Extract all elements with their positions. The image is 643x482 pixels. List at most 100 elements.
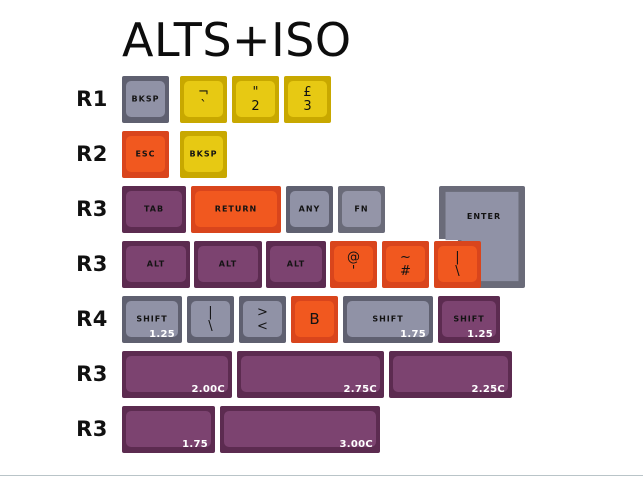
keycap[interactable]: @' bbox=[330, 241, 377, 288]
keycap-size-label: 3.00C bbox=[339, 439, 373, 450]
keycap[interactable]: ALT bbox=[266, 241, 326, 288]
keycap-top-surface bbox=[393, 356, 508, 392]
row-profile-label: R2 bbox=[76, 142, 108, 166]
keycap[interactable]: B bbox=[291, 296, 338, 343]
keycap-top-surface: "2 bbox=[236, 81, 275, 117]
keycap[interactable]: 3.00C bbox=[220, 406, 380, 453]
keycap-size-label: 1.25 bbox=[467, 329, 493, 340]
row-profile-label: R3 bbox=[76, 417, 108, 441]
row-keys: TAB RETURN ANY FN ENTER bbox=[122, 186, 525, 288]
keycap[interactable]: "2 bbox=[232, 76, 279, 123]
keycap-legend: ENTER bbox=[466, 212, 502, 221]
keycap-legend-upper: | bbox=[208, 305, 213, 320]
keycap-top-surface: ALT bbox=[270, 246, 322, 282]
keycap[interactable]: SHIFT 1.75 bbox=[343, 296, 433, 343]
keycap-top-surface: FN bbox=[342, 191, 381, 227]
keycap-legend: BKSP bbox=[189, 149, 218, 159]
keycap-legend: BKSP bbox=[131, 94, 160, 104]
keycap-legend: FN bbox=[354, 204, 369, 214]
keycap-top-surface: >< bbox=[243, 301, 282, 337]
keycap-legend-upper: | bbox=[455, 250, 460, 265]
keycap-legend: RETURN bbox=[214, 204, 258, 214]
keycap-top-surface: BKSP bbox=[184, 136, 223, 172]
keycap-legend-upper: £ bbox=[303, 85, 312, 100]
keycap-legend: ~# bbox=[386, 246, 425, 282]
keycap-top-surface bbox=[126, 411, 211, 447]
keycap[interactable]: 2.00C bbox=[122, 351, 232, 398]
keycap[interactable]: >< bbox=[239, 296, 286, 343]
keycap-top-surface: ¬` bbox=[184, 81, 223, 117]
row-profile-label: R3 bbox=[76, 362, 108, 386]
keycap-top-surface: ALT bbox=[126, 246, 186, 282]
keycap-legend-lower: \ bbox=[455, 264, 460, 279]
keycap-legend: ALT bbox=[218, 259, 238, 269]
keycap-top-surface: @' bbox=[334, 246, 373, 282]
keycap-top-surface: SHIFT bbox=[347, 301, 429, 337]
keycap-top-surface bbox=[241, 356, 380, 392]
keycap-legend: SHIFT bbox=[372, 314, 404, 324]
keycap-legend-upper: " bbox=[252, 85, 259, 100]
keycap-legend-upper: @ bbox=[347, 250, 360, 265]
keycap[interactable]: ALT bbox=[194, 241, 262, 288]
keycap-legend-lower: 2 bbox=[251, 99, 260, 114]
keycap[interactable]: ESC bbox=[122, 131, 169, 178]
keyboard-row: R3 1.75 3.00C bbox=[0, 406, 643, 453]
keycap-legend: ESC bbox=[135, 149, 156, 159]
keycap[interactable]: ¬` bbox=[180, 76, 227, 123]
keycap[interactable]: |\ bbox=[187, 296, 234, 343]
keycap[interactable]: |\ bbox=[434, 241, 481, 288]
keycap-legend-lower: # bbox=[400, 264, 411, 279]
keycap[interactable]: ALT bbox=[122, 241, 190, 288]
keycap-legend: ALT bbox=[146, 259, 166, 269]
keycap[interactable]: ~# bbox=[382, 241, 429, 288]
keycap-legend: £3 bbox=[288, 81, 327, 117]
keycap-size-label: 1.75 bbox=[182, 439, 208, 450]
keycap-top-surface: ANY bbox=[290, 191, 329, 227]
keycap-legend: |\ bbox=[438, 246, 477, 282]
keycap-legend-lower: ' bbox=[351, 264, 356, 279]
keycap[interactable]: ANY bbox=[286, 186, 333, 233]
keycap[interactable]: BKSP bbox=[122, 76, 169, 123]
keycap-legend: ANY bbox=[298, 204, 321, 214]
keycap[interactable]: TAB bbox=[122, 186, 186, 233]
keycap-top-surface: TAB bbox=[126, 191, 182, 227]
keycap-legend: >< bbox=[243, 301, 282, 337]
keycap[interactable]: 2.25C bbox=[389, 351, 512, 398]
keycap-top-surface: RETURN bbox=[195, 191, 277, 227]
keycap-top-surface: SHIFT bbox=[442, 301, 496, 337]
keycap-top-surface: BKSP bbox=[126, 81, 165, 117]
keycap-legend-upper: ~ bbox=[400, 250, 411, 265]
keycap-size-label: 2.75C bbox=[343, 384, 377, 395]
keycap[interactable]: 1.75 bbox=[122, 406, 215, 453]
keycap-top-surface: £3 bbox=[288, 81, 327, 117]
row-keys: BKSP ¬` "2 £3 bbox=[122, 76, 333, 123]
keycap-size-label: 1.25 bbox=[149, 329, 175, 340]
keyboard-row: R3 TAB RETURN ANY FN ENTER bbox=[0, 186, 643, 288]
keycap-legend: B bbox=[309, 310, 320, 328]
keycap-legend-lower: < bbox=[257, 319, 268, 334]
keycap-legend: ALT bbox=[286, 259, 306, 269]
page-title: ALTS+ISO bbox=[122, 13, 352, 67]
keycap[interactable]: £3 bbox=[284, 76, 331, 123]
row-profile-label: R3 bbox=[76, 197, 108, 221]
keycap-size-label: 1.75 bbox=[400, 329, 426, 340]
row-profile-label: R4 bbox=[76, 307, 108, 331]
keycap-top-surface: B bbox=[295, 301, 334, 337]
keycap[interactable]: RETURN bbox=[191, 186, 281, 233]
keycap-legend: |\ bbox=[191, 301, 230, 337]
keycap-legend-lower: 3 bbox=[303, 99, 312, 114]
keycap[interactable]: FN bbox=[338, 186, 385, 233]
keycap-top-surface: ESC bbox=[126, 136, 165, 172]
keyboard-row: R3 2.00C 2.75C 2.25C bbox=[0, 351, 643, 398]
keycap[interactable]: BKSP bbox=[180, 131, 227, 178]
keycap-size-label: 2.25C bbox=[471, 384, 505, 395]
row-keys: 1.75 3.00C bbox=[122, 406, 382, 453]
row-keys: ALT ALT ALT @' ~# |\ bbox=[122, 241, 483, 288]
keycap[interactable]: 2.75C bbox=[237, 351, 384, 398]
